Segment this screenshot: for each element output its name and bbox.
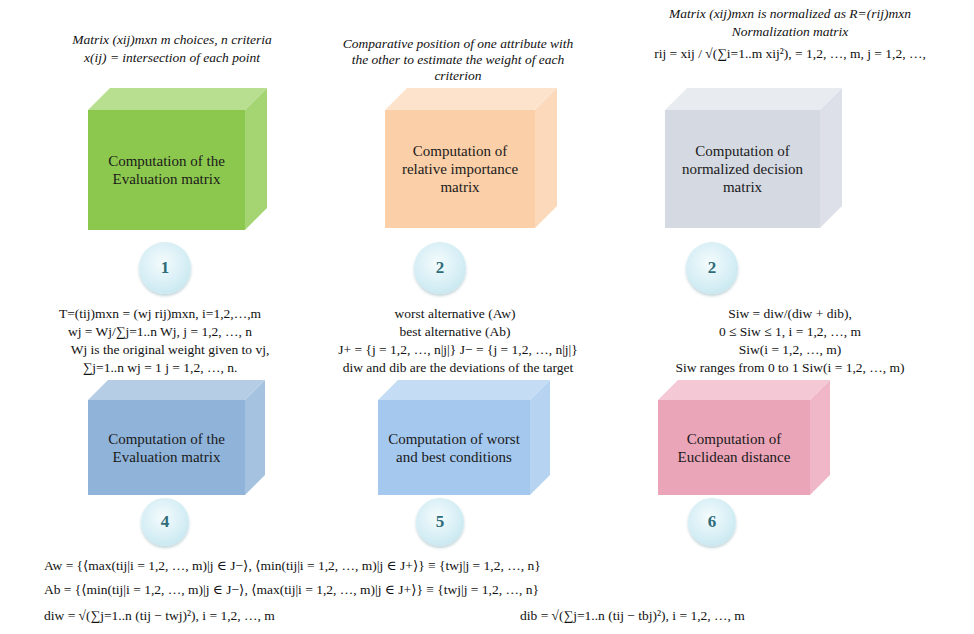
step-number: 1: [161, 258, 170, 278]
process-label: Computation of worst and best conditions: [388, 430, 520, 466]
step-number: 2: [436, 258, 445, 278]
formula-text: ∑j=1..n wj = 1 j = 1,2, …, n.: [83, 360, 238, 376]
step-circle: 4: [141, 498, 189, 546]
cube-face: Computation of the Evaluation matrix: [88, 400, 245, 495]
formula-text: wj = Wj/∑j=1..n Wj, j = 1,2, …, n: [68, 324, 252, 340]
cube-face: Computation of relative importance matri…: [385, 110, 535, 228]
process-label: Computation of the Evaluation matrix: [98, 430, 235, 466]
cube-face: Computation of normalized decision matri…: [665, 110, 820, 228]
formula-text: best alternative (Ab): [400, 324, 511, 340]
step-number: 2: [708, 258, 717, 278]
note-text: x(ij) = intersection of each point: [84, 50, 260, 66]
step-number: 6: [708, 512, 717, 532]
process-label: Computation of Euclidean distance: [668, 430, 800, 466]
process-label: Computation of the Evaluation matrix: [98, 152, 235, 188]
formula-text: Siw = diw/(diw + dib),: [728, 306, 852, 322]
cube-face: Computation of Euclidean distance: [658, 400, 810, 495]
process-cube: Computation of the Evaluation matrix: [88, 88, 267, 230]
formula-text: 0 ≤ Siw ≤ 1, i = 1,2, …, m: [719, 324, 861, 340]
process-cube: Computation of normalized decision matri…: [665, 88, 842, 228]
formula-text: Wj is the original weight given to vj,: [71, 342, 270, 358]
note-text: Comparative position of one attribute wi…: [333, 36, 583, 85]
formula-text: Aw = {⟨max(tij|i = 1,2, …, m)|j ∈ J−⟩, ⟨…: [44, 558, 541, 574]
note-text: Matrix (xij)mxn is normalized as R=(rij)…: [669, 6, 911, 22]
process-cube: Computation of worst and best conditions: [378, 380, 550, 495]
step-number: 4: [161, 512, 170, 532]
formula-text: Ab = {⟨min(tij|i = 1,2, …, m)|j ∈ J−⟩, ⟨…: [44, 582, 539, 598]
formula-text: rij = xij / √(∑i=1..m xij²), = 1,2, …, m…: [654, 46, 926, 62]
process-cube: Computation of relative importance matri…: [385, 88, 557, 228]
step-circle: 2: [414, 242, 466, 294]
formula-text: diw and dib are the deviations of the ta…: [343, 360, 574, 376]
cube-face: Computation of the Evaluation matrix: [88, 110, 245, 230]
formula-text: T=(tij)mxn = (wj rij)mxn, i=1,2,…,m: [59, 306, 261, 322]
formula-text: Siw ranges from 0 to 1 Siw(i = 1,2, …, m…: [675, 360, 904, 376]
step-circle: 6: [688, 498, 736, 546]
process-cube: Computation of Euclidean distance: [658, 380, 830, 495]
process-cube: Computation of the Evaluation matrix: [88, 380, 265, 495]
note-text: Matrix (xij)mxn m choices, n criteria: [72, 32, 271, 48]
formula-text: diw = √(∑j=1..n (tij − twj)²), i = 1,2, …: [44, 608, 275, 624]
note-text: Normalization matrix: [732, 24, 849, 40]
cube-face: Computation of worst and best conditions: [378, 400, 530, 495]
formula-text: J+ = {j = 1,2, …, n|j|} J− = {j = 1,2, ……: [338, 342, 578, 358]
process-label: Computation of relative importance matri…: [395, 142, 525, 196]
formula-text: worst alternative (Aw): [395, 306, 516, 322]
step-circle: 5: [416, 498, 464, 546]
formula-text: dib = √(∑j=1..n (tij − tbj)²), i = 1,2, …: [520, 608, 745, 624]
process-label: Computation of normalized decision matri…: [675, 142, 810, 196]
step-number: 5: [436, 512, 445, 532]
step-circle: 2: [686, 242, 738, 294]
step-circle: 1: [139, 242, 191, 294]
formula-text: Siw(i = 1,2, …, m): [739, 342, 842, 358]
